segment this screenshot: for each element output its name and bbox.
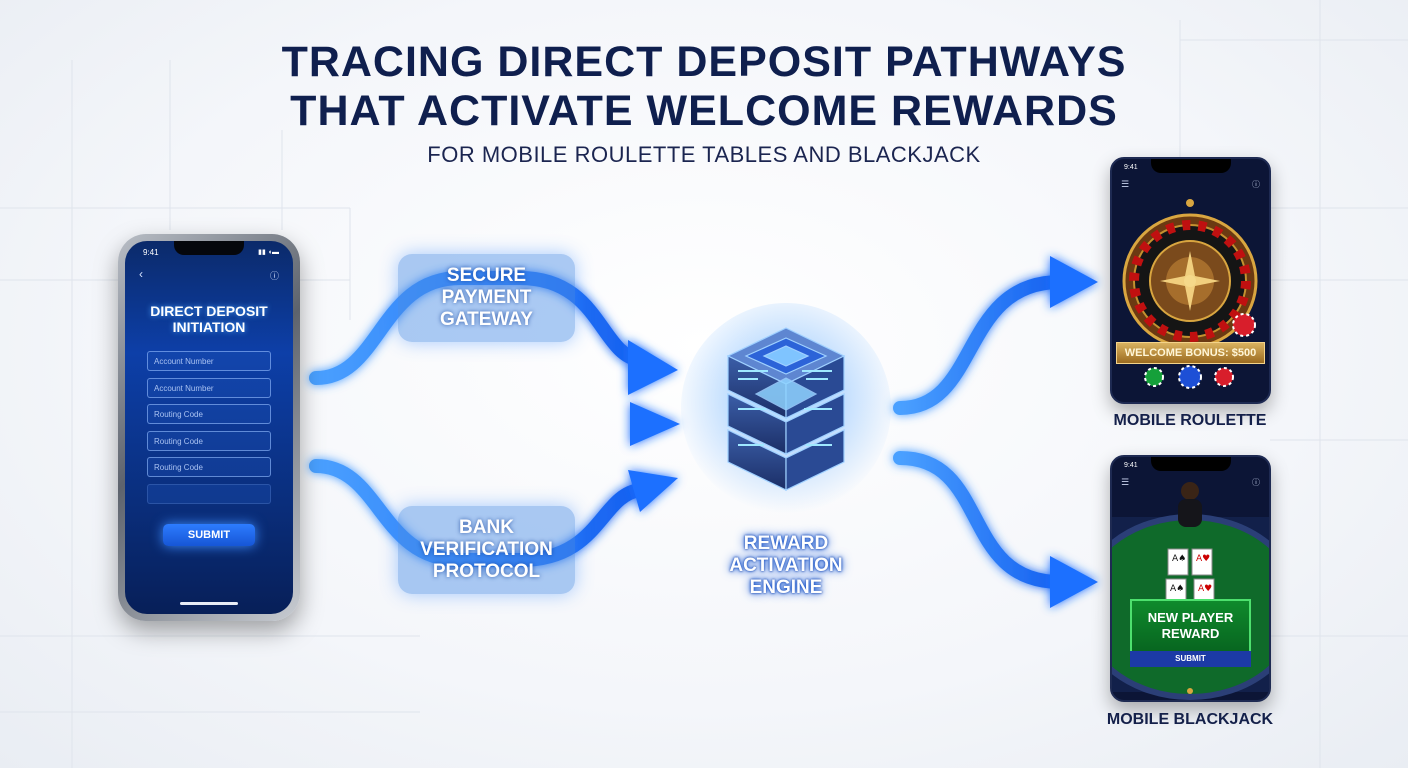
reward-activation-engine-label: REWARD ACTIVATION ENGINE xyxy=(700,533,872,599)
deposit-submit-button[interactable]: SUBMIT xyxy=(163,524,255,546)
reward-line-2: REWARD xyxy=(1161,626,1220,641)
bank-line-2: VERIFICATION xyxy=(420,539,553,560)
flow-arrow-bottom-right xyxy=(893,451,1067,589)
arrowhead-bottom-right xyxy=(1050,556,1098,608)
flow-arrow-top-right xyxy=(893,275,1067,415)
status-time: 9:41 xyxy=(143,248,159,257)
title-line-2: THAT ACTIVATE WELCOME REWARDS xyxy=(290,87,1118,135)
roulette-wheel-icon xyxy=(1122,199,1258,389)
deposit-title-line-1: DIRECT DEPOSIT xyxy=(150,303,268,319)
bank-line-1: BANK xyxy=(459,517,514,538)
menu-icon[interactable]: ☰ xyxy=(1121,477,1130,487)
routing-code-field-3[interactable]: Routing Code xyxy=(147,457,271,477)
phone-notch xyxy=(174,241,244,255)
roulette-phone: 9:41 ☰ ⓘ WELCOME BONUS: $500 xyxy=(1110,157,1271,404)
blackjack-phone: 9:41 ☰ ⓘ A♠ A♥ A♠ A♥ NEW PLAYER REWARD S… xyxy=(1110,455,1271,702)
arrowhead-middle-left xyxy=(630,402,680,446)
deposit-title: DIRECT DEPOSIT INITIATION xyxy=(125,303,293,335)
engine-line-2: ACTIVATION xyxy=(729,555,843,576)
phone-notch xyxy=(1150,457,1231,471)
bank-line-3: PROTOCOL xyxy=(432,561,541,582)
arrowhead-top-right xyxy=(1050,256,1098,308)
menu-icon[interactable]: ☰ xyxy=(1121,179,1130,189)
title-line-1: TRACING DIRECT DEPOSIT PATHWAYS xyxy=(281,38,1127,86)
bank-verification-protocol-label: BANK VERIFICATION PROTOCOL xyxy=(398,506,575,594)
svg-text:A♠: A♠ xyxy=(1170,584,1184,594)
diagram-title: TRACING DIRECT DEPOSIT PATHWAYS THAT ACT… xyxy=(0,38,1408,136)
welcome-bonus-banner: WELCOME BONUS: $500 xyxy=(1116,342,1265,364)
home-indicator xyxy=(180,602,238,605)
deposit-title-line-2: INITIATION xyxy=(172,319,246,335)
status-time: 9:41 xyxy=(1124,164,1138,171)
gateway-line-1: SECURE xyxy=(446,265,527,286)
deposit-phone-screen: 9:41 ▮▮ ◖▬ ‹ ⓘ DIRECT DEPOSIT INITIATION… xyxy=(125,241,293,614)
mobile-roulette-caption: MOBILE ROULETTE xyxy=(1113,412,1267,429)
deposit-phone: 9:41 ▮▮ ◖▬ ‹ ⓘ DIRECT DEPOSIT INITIATION… xyxy=(118,234,300,621)
new-player-reward-banner: NEW PLAYER REWARD xyxy=(1130,599,1251,653)
diagram-subtitle: FOR MOBILE ROULETTE TABLES AND BLACKJACK xyxy=(427,142,981,167)
arrowhead-bottom-left xyxy=(628,470,678,512)
signal-battery-icon: ▮▮ ◖▬ xyxy=(258,249,279,256)
engine-line-1: REWARD xyxy=(743,533,829,554)
reward-engine-cube-icon xyxy=(681,303,891,513)
info-icon[interactable]: ⓘ xyxy=(269,271,279,281)
account-number-confirm-field[interactable]: Account Number xyxy=(147,377,271,398)
engine-line-3: ENGINE xyxy=(749,577,823,598)
blackjack-submit-button[interactable]: SUBMIT xyxy=(1130,651,1251,667)
empty-field[interactable] xyxy=(147,483,271,504)
svg-text:A♥: A♥ xyxy=(1196,554,1210,564)
reward-line-1: NEW PLAYER xyxy=(1147,610,1234,625)
deposit-form: Account Number Account Number Routing Co… xyxy=(147,351,271,510)
info-icon[interactable]: ⓘ xyxy=(1252,180,1260,189)
arrowhead-top-left xyxy=(628,340,678,395)
routing-code-field-2[interactable]: Routing Code xyxy=(147,430,271,451)
account-number-field[interactable]: Account Number xyxy=(147,351,271,371)
back-arrow-icon[interactable]: ‹ xyxy=(139,267,143,281)
gateway-line-3: GATEWAY xyxy=(440,309,533,330)
secure-payment-gateway-label: SECURE PAYMENT GATEWAY xyxy=(398,254,575,342)
svg-text:A♠: A♠ xyxy=(1172,554,1186,564)
routing-code-field[interactable]: Routing Code xyxy=(147,404,271,424)
phone-notch xyxy=(1150,159,1231,173)
info-icon[interactable]: ⓘ xyxy=(1252,478,1260,487)
mobile-blackjack-caption: MOBILE BLACKJACK xyxy=(1106,711,1274,728)
status-time: 9:41 xyxy=(1124,462,1138,469)
svg-text:A♥: A♥ xyxy=(1198,584,1212,594)
gateway-line-2: PAYMENT xyxy=(441,287,532,308)
